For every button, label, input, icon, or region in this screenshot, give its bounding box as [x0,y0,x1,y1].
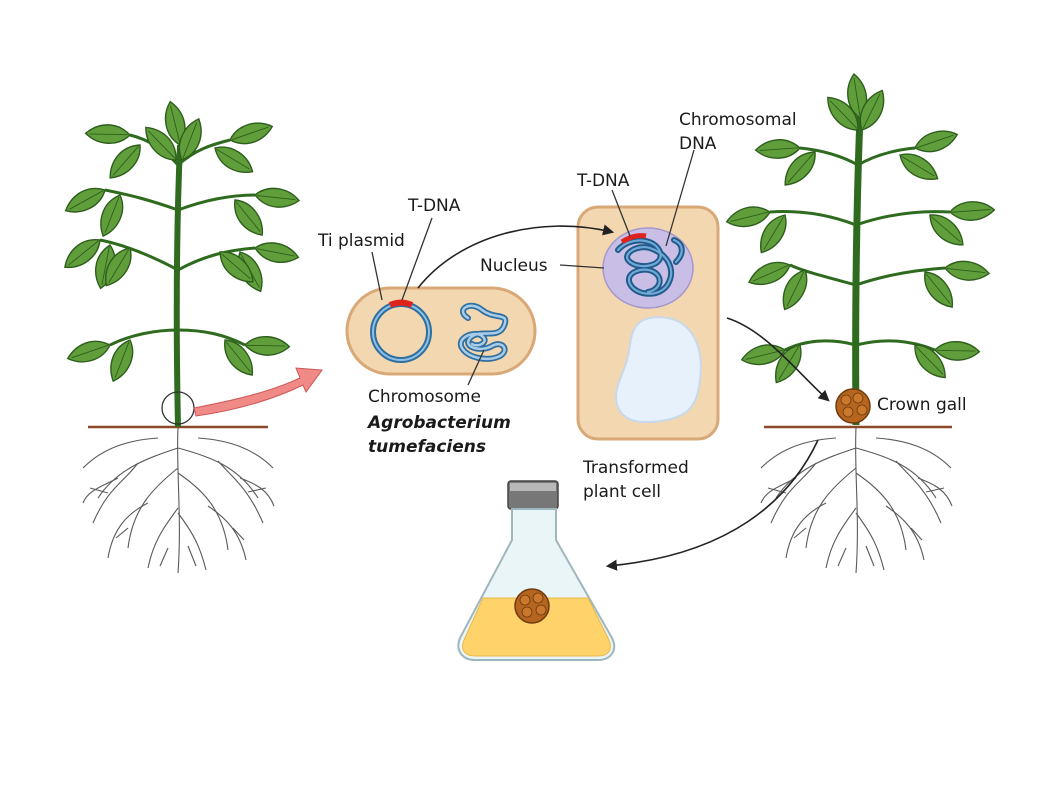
ti-plasmid-label: Ti plasmid [317,231,405,251]
culture-arrow [605,439,819,571]
vacuole [615,316,702,424]
nucleus-leader [559,264,605,269]
plant-cell [576,205,720,441]
right-plant [724,73,996,574]
bacterial-chromosome [457,302,509,362]
gall-tissue-culture [514,588,550,624]
integrated-t-dna [620,233,647,245]
crown-gall-label: Crown gall [877,395,967,415]
transformed-cell-label-2: plant cell [583,482,661,502]
t-dna-segment [388,299,414,308]
t-dna-cell-leader [611,189,631,237]
chromosome-leader [467,349,485,386]
nucleus-label: Nucleus [480,256,548,276]
t-dna-cell-label: T-DNA [576,171,630,191]
chromosomal-dna-label-1: Chromosomal [679,110,797,130]
chromosomal-dna-label-2: DNA [679,134,717,154]
culture-flask [457,480,616,661]
chromosome-label: Chromosome [368,387,481,407]
chromosomal-dna-leader [665,149,695,247]
t-dna-label: T-DNA [407,196,461,216]
agrobacterium-cell [345,286,537,376]
transformed-cell-label-1: Transformed [582,458,689,478]
infection-arrow [193,367,323,417]
species-label-genus: Agrobacterium [366,413,511,433]
left-plant [57,99,302,574]
culture-medium [462,597,611,657]
species-label-epithet: tumefaciens [368,437,486,457]
chromosomal-dna [615,233,685,297]
gall-formation-arrow [726,317,830,402]
t-dna-leader [401,217,433,301]
transfer-arrow [417,224,615,289]
ti-plasmid-leader [371,251,383,301]
crown-gall [835,388,871,424]
